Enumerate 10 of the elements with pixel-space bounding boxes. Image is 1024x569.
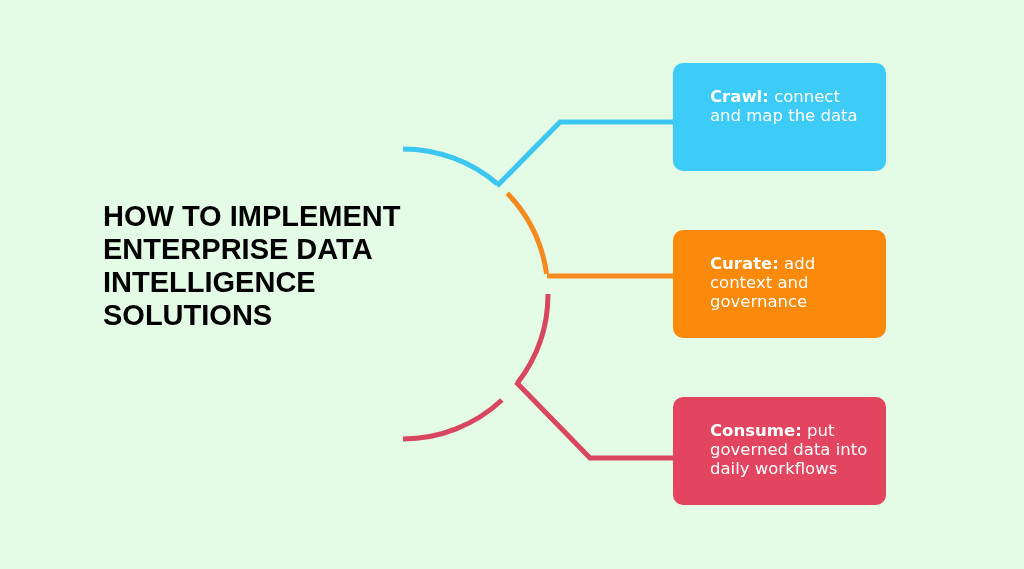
step-box xyxy=(673,63,886,171)
step-text: Curate: add context and governance xyxy=(710,254,817,311)
step-text: Crawl: connect and map the data xyxy=(710,87,859,125)
connector-line xyxy=(495,119,673,188)
connector-line xyxy=(514,380,673,461)
connector-line xyxy=(547,273,673,279)
step-box xyxy=(673,397,886,505)
diagram-title: HOW TO IMPLEMENT ENTERPRISE DATA INTELLIGENCE SOLUTIONS xyxy=(103,200,402,332)
step-text: Consume: put governed data into daily workflows xyxy=(710,421,869,478)
step-box xyxy=(673,230,886,338)
